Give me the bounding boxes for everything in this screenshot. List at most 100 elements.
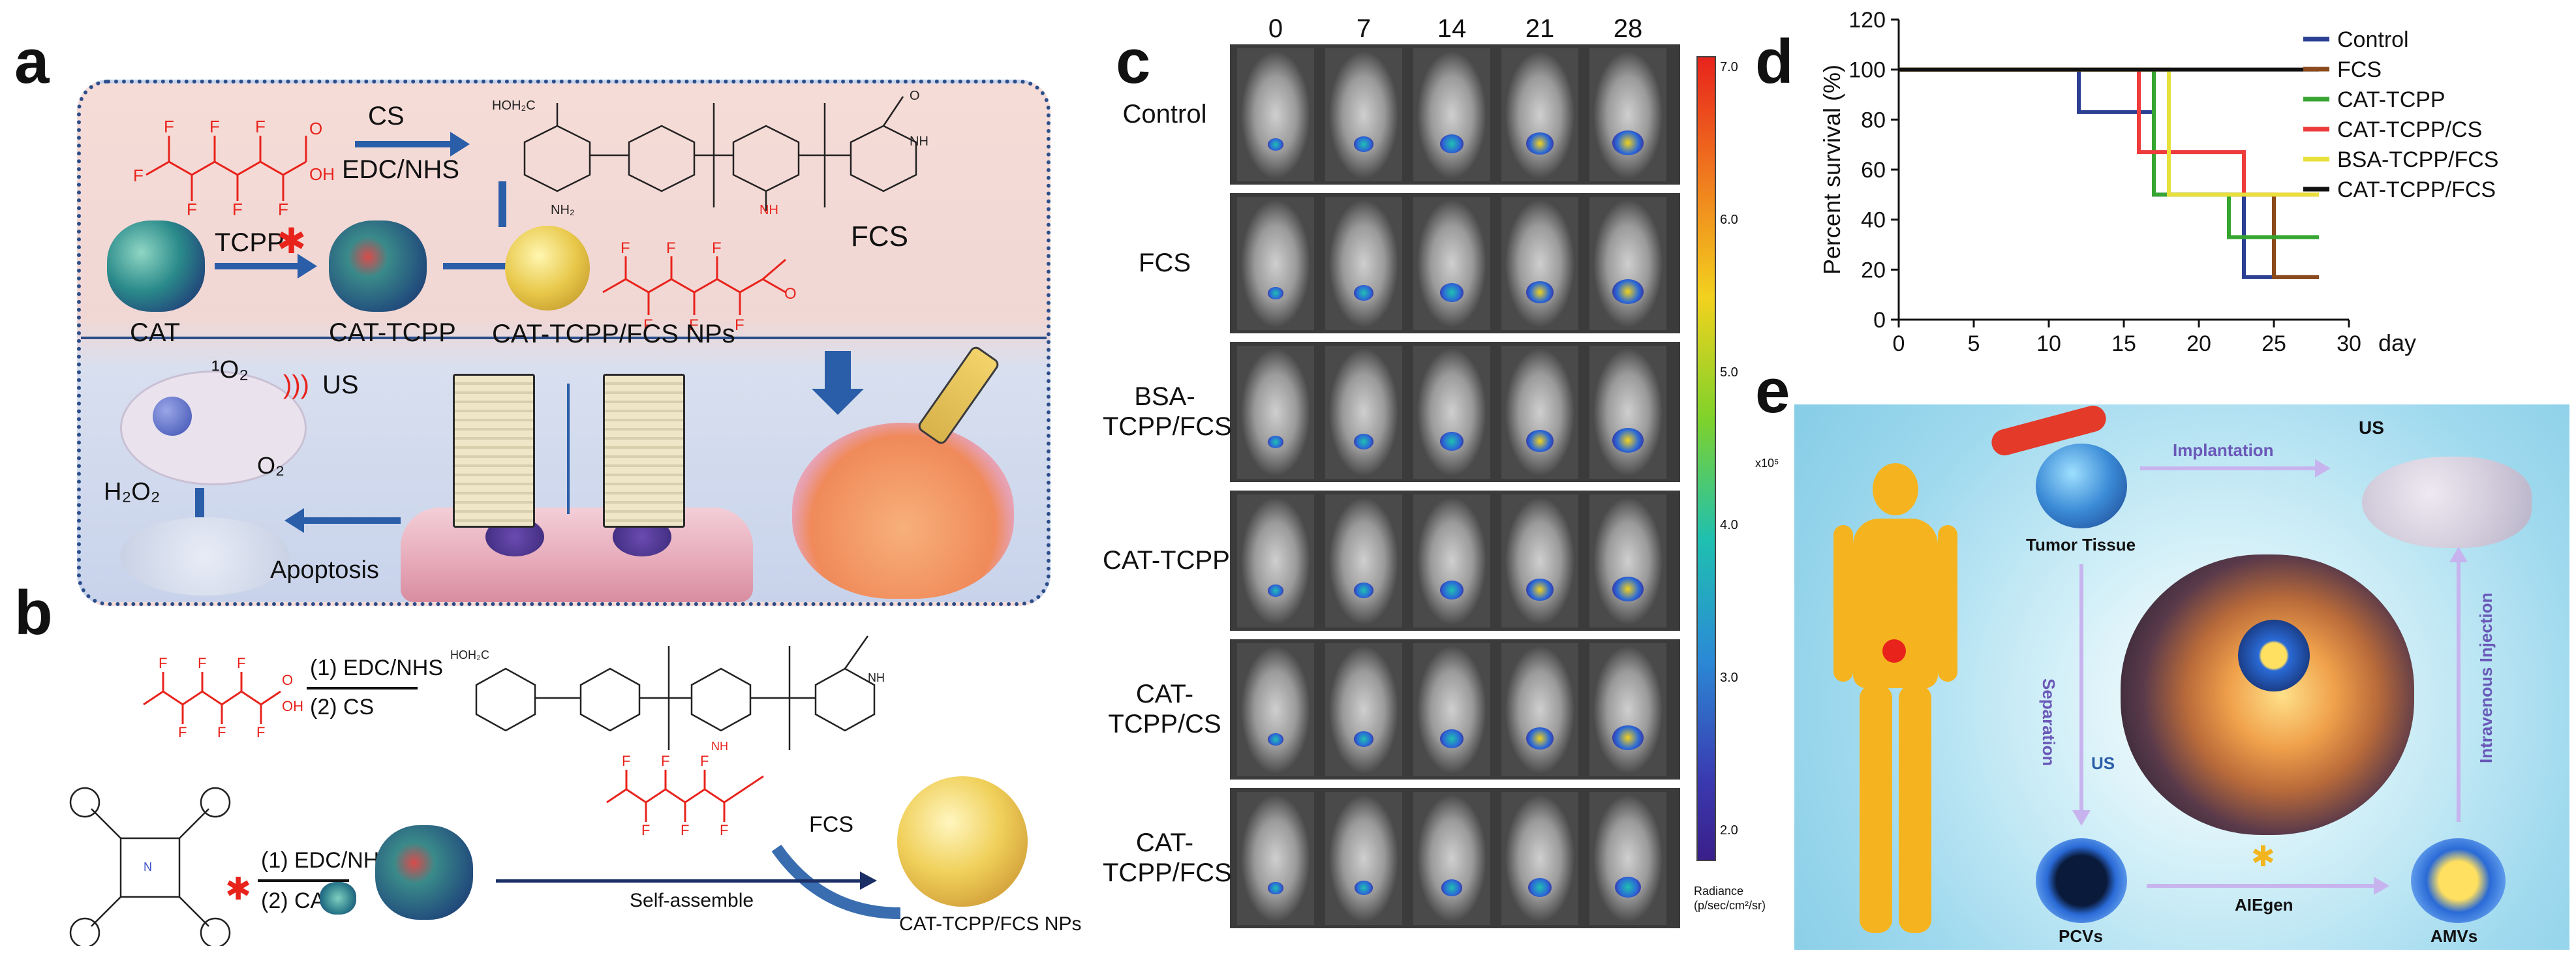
mouse-image bbox=[1237, 346, 1314, 479]
arrow-injection-head bbox=[2449, 547, 2468, 562]
day-label: 0 bbox=[1268, 14, 1283, 43]
svg-text:F: F bbox=[256, 724, 265, 740]
bioluminescence-signal bbox=[1612, 279, 1644, 305]
imaging-row-label: CAT-TCPP bbox=[1103, 546, 1230, 575]
svg-text:O: O bbox=[784, 285, 797, 303]
bioluminescence-signal bbox=[1354, 731, 1373, 747]
y-tick-label: 60 bbox=[1861, 158, 1886, 183]
bioluminescence-signal bbox=[1268, 733, 1283, 746]
us-inner-label: US bbox=[2091, 753, 2115, 773]
arrow-implantation bbox=[2140, 466, 2316, 470]
svg-text:O: O bbox=[309, 119, 322, 138]
colorbar-tick: 4.0 bbox=[1720, 518, 1738, 532]
mouse-image bbox=[1237, 792, 1314, 925]
mouse-image bbox=[1589, 643, 1666, 776]
apoptosis-label: Apoptosis bbox=[270, 556, 379, 584]
imaging-row-label: Control bbox=[1122, 100, 1207, 129]
colorbar-label: Radiance (p/sec/cm²/sr) bbox=[1694, 885, 1766, 912]
bioluminescence-signal bbox=[1440, 729, 1464, 748]
bioluminescence-signal bbox=[1440, 134, 1464, 153]
aiegen-star-icon: ✱ bbox=[2251, 841, 2275, 873]
day-label: 28 bbox=[1613, 14, 1643, 43]
svg-text:F: F bbox=[159, 655, 167, 671]
o2-label: O₂ bbox=[257, 452, 284, 479]
mouse-image bbox=[1501, 643, 1578, 776]
us-label-e: US bbox=[2359, 417, 2384, 438]
svg-text:NH: NH bbox=[910, 134, 928, 149]
mouse-image bbox=[1413, 792, 1490, 925]
cell-illustration bbox=[120, 371, 307, 485]
mouse-image bbox=[1413, 48, 1490, 181]
mouse-image bbox=[1589, 494, 1666, 628]
arrow-down-from-fcs bbox=[498, 181, 506, 227]
survival-curve-line bbox=[1899, 67, 2319, 239]
human-figure bbox=[1833, 463, 1957, 946]
x-tick-label: 25 bbox=[2262, 331, 2286, 356]
bioluminescence-signal bbox=[1354, 583, 1373, 598]
scheme-divider bbox=[81, 337, 1047, 339]
colorbar-tick: 3.0 bbox=[1720, 671, 1738, 685]
vesicle-in-cell bbox=[2238, 620, 2310, 691]
b-arrow-1 bbox=[307, 687, 418, 690]
mouse-image bbox=[2362, 457, 2532, 548]
svg-text:F: F bbox=[187, 200, 197, 219]
mouse-image bbox=[1501, 197, 1578, 330]
mouse-image bbox=[1325, 643, 1402, 776]
arrow-separation bbox=[2079, 564, 2083, 812]
survival-curve-line bbox=[1899, 67, 2319, 197]
svg-text:F: F bbox=[232, 200, 243, 219]
bioluminescence-signal bbox=[1268, 138, 1283, 151]
reagent-cs-label: CS bbox=[368, 102, 405, 130]
mouse-image bbox=[1325, 346, 1402, 479]
b-cat-tcpp-protein bbox=[375, 825, 473, 920]
implantation-label: Implantation bbox=[2173, 440, 2274, 460]
fcs-polymer-structure: HOH₂C NH₂ NH NH O bbox=[492, 89, 928, 217]
b-arrow-assemble bbox=[496, 879, 861, 883]
tumor-tissue-label: Tumor Tissue bbox=[2026, 535, 2136, 554]
bioluminescence-signal bbox=[1440, 283, 1464, 302]
svg-text:F: F bbox=[720, 822, 728, 838]
mouse-image bbox=[1413, 494, 1490, 628]
us-label-a: US bbox=[322, 371, 359, 399]
mouse-image bbox=[1589, 197, 1666, 330]
mucus-layer-2 bbox=[603, 374, 685, 528]
mouse-image bbox=[1237, 48, 1314, 181]
bioluminescence-signal bbox=[1612, 130, 1644, 156]
legend-label: CAT-TCPP/CS bbox=[2337, 117, 2482, 142]
b-arrow-assemble-head bbox=[860, 872, 877, 890]
bioluminescence-signal bbox=[1528, 878, 1552, 897]
mucus-divider bbox=[567, 384, 570, 514]
mucus-layer-1 bbox=[453, 374, 535, 528]
arrow-cs bbox=[355, 141, 453, 147]
arrow-aiegen bbox=[2147, 884, 2375, 888]
singlet-oxygen-label: ¹O₂ bbox=[211, 356, 249, 384]
legend-label: BSA-TCPP/FCS bbox=[2337, 147, 2498, 172]
tumor-tissue-image bbox=[2036, 444, 2127, 528]
survival-curve-line bbox=[1899, 67, 2319, 197]
svg-text:F: F bbox=[681, 822, 689, 838]
bioluminescence-signal bbox=[1441, 879, 1462, 896]
bioluminescence-signal bbox=[1354, 285, 1373, 301]
h2o2-label: H₂O₂ bbox=[104, 478, 161, 506]
bioluminescence-signal bbox=[1440, 432, 1464, 451]
b-cat-small bbox=[320, 882, 356, 915]
mouse-image bbox=[1325, 197, 1402, 330]
nanoparticle-image bbox=[505, 226, 590, 311]
bioluminescence-signal bbox=[1354, 136, 1373, 152]
radiance-colorbar bbox=[1696, 56, 1716, 861]
mouse-image bbox=[1413, 643, 1490, 776]
imaging-row-label: CAT- TCPP/CS bbox=[1108, 680, 1221, 738]
pcvs-label: PCVs bbox=[2059, 926, 2103, 946]
svg-text:F: F bbox=[198, 655, 206, 671]
y-tick-label: 0 bbox=[1873, 308, 1886, 333]
panel-d-letter: d bbox=[1755, 27, 1794, 97]
y-tick-label: 120 bbox=[1848, 8, 1886, 33]
cat-tcpp-label: CAT-TCPP bbox=[329, 318, 456, 347]
nucleus bbox=[153, 397, 192, 436]
bioluminescence-signal bbox=[1526, 727, 1554, 750]
mouse-image bbox=[1501, 346, 1578, 479]
mouse-image bbox=[1501, 494, 1578, 628]
